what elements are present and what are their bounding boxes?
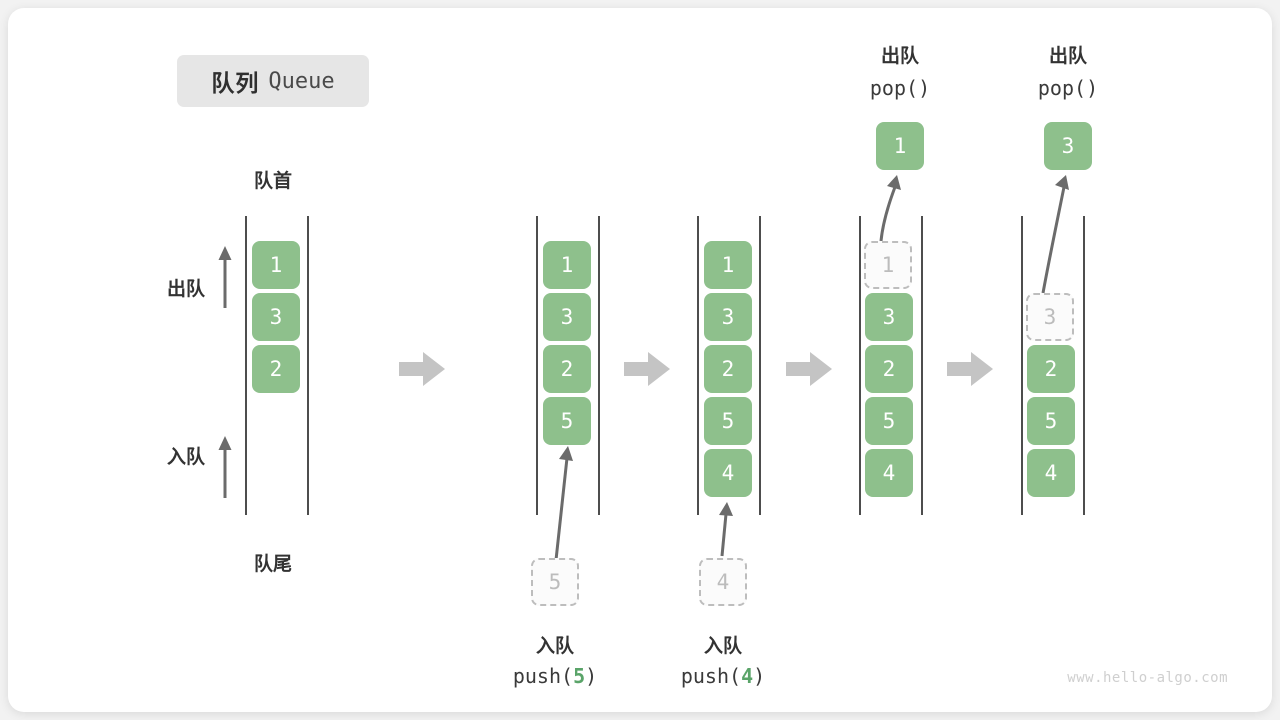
queue-item: 2 (1027, 345, 1075, 393)
op-label-cn-pop-1: 出队 (880, 46, 919, 67)
op-code-value: 5 (573, 664, 586, 688)
flow-arrow-icon (947, 352, 993, 386)
op-code-pop-1: pop() (840, 76, 960, 100)
queue-item: 3 (704, 293, 752, 341)
op-code-suffix: ) (1086, 76, 1099, 100)
queue-item: 2 (865, 345, 913, 393)
rail-left-col1 (245, 216, 247, 515)
pop-arrow-icon (879, 175, 901, 242)
push-arrow-icon (554, 446, 573, 561)
op-label-cn-push-4: 入队 (703, 636, 742, 657)
label-enqueue-direction: 入队 (166, 447, 205, 468)
op-code-suffix: ) (918, 76, 931, 100)
op-code-prefix: push( (680, 664, 742, 688)
watermark: www.hello-algo.com (1067, 670, 1228, 686)
queue-item-new: 4 (704, 449, 752, 497)
label-dequeue-direction: 出队 (166, 279, 205, 300)
popped-item-ghost: 1 (864, 241, 912, 289)
op-code-push-4: push(4) (663, 664, 783, 688)
op-label-cn-push-5: 入队 (535, 636, 574, 657)
queue-item: 5 (865, 397, 913, 445)
label-queue-head: 队首 (253, 171, 292, 192)
queue-item: 1 (704, 241, 752, 289)
flow-arrow-icon (786, 352, 832, 386)
queue-item: 3 (543, 293, 591, 341)
rail-left-col3 (697, 216, 699, 515)
rail-left-col2 (536, 216, 538, 515)
push-arrow-icon (719, 502, 733, 557)
queue-item: 4 (1027, 449, 1075, 497)
popped-item-ghost: 3 (1026, 293, 1074, 341)
queue-item: 2 (704, 345, 752, 393)
diagram-card: 队列 Queue 队首 队尾 出队 入队 1 3 2 1 3 2 5 5 入队 … (8, 8, 1272, 712)
rail-right-col5 (1083, 216, 1085, 515)
op-code-pop-3: pop() (1008, 76, 1128, 100)
op-code-suffix: ) (753, 664, 766, 688)
op-code-prefix: pop( (1037, 76, 1087, 100)
popped-item: 3 (1044, 122, 1092, 170)
rail-right-col1 (307, 216, 309, 515)
popped-item: 1 (876, 122, 924, 170)
title-en: Queue (268, 68, 335, 94)
queue-item: 2 (252, 345, 300, 393)
flow-arrow-icon (399, 352, 445, 386)
pending-item-ghost: 5 (531, 558, 579, 606)
queue-item: 3 (865, 293, 913, 341)
rail-left-col5 (1021, 216, 1023, 515)
queue-item: 2 (543, 345, 591, 393)
rail-left-col4 (859, 216, 861, 515)
queue-item: 1 (543, 241, 591, 289)
title-badge: 队列 Queue (177, 55, 369, 107)
dequeue-direction-arrow-icon (218, 246, 232, 308)
queue-item: 1 (252, 241, 300, 289)
flow-arrow-icon (624, 352, 670, 386)
title-cn: 队列 (211, 70, 260, 96)
queue-item-new: 5 (543, 397, 591, 445)
enqueue-direction-arrow-icon (218, 436, 232, 498)
op-code-value: 4 (741, 664, 754, 688)
op-label-cn-pop-3: 出队 (1048, 46, 1087, 67)
op-code-suffix: ) (585, 664, 598, 688)
queue-item: 5 (704, 397, 752, 445)
pop-arrow-icon (1041, 175, 1069, 294)
queue-item: 4 (865, 449, 913, 497)
pending-item-ghost: 4 (699, 558, 747, 606)
op-code-push-5: push(5) (495, 664, 615, 688)
queue-item: 3 (252, 293, 300, 341)
rail-right-col4 (921, 216, 923, 515)
rail-right-col3 (759, 216, 761, 515)
op-code-prefix: push( (512, 664, 574, 688)
rail-right-col2 (598, 216, 600, 515)
op-code-prefix: pop( (869, 76, 919, 100)
label-queue-tail: 队尾 (253, 554, 292, 575)
queue-item: 5 (1027, 397, 1075, 445)
